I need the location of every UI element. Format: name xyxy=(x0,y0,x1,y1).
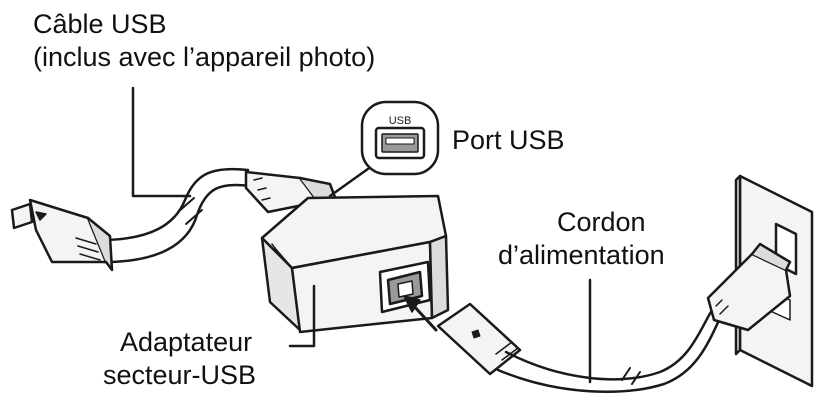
adapter-box xyxy=(260,194,450,334)
adapter-leader-line xyxy=(288,284,316,348)
usb-cable-label: Câble USB (inclus avec l’appareil photo) xyxy=(33,8,375,74)
usb-port-icon-text: USB xyxy=(389,115,412,127)
usb-cable-label-line-1: Câble USB xyxy=(33,9,167,39)
usb-cable-label-line-2: (inclus avec l’appareil photo) xyxy=(33,42,376,72)
power-cord-plug xyxy=(403,295,522,376)
power-cord-label: Cordon d’alimentation xyxy=(498,206,665,272)
power-cord-label-line-2: d’alimentation xyxy=(498,240,665,270)
usb-cable-leader-line xyxy=(131,86,192,198)
power-cord-label-line-1: Cordon xyxy=(557,207,646,237)
usb-port-callout xyxy=(328,100,440,198)
wall-plug xyxy=(706,242,792,332)
power-cord xyxy=(496,308,722,393)
micro-usb-plug xyxy=(10,198,114,272)
usb-port-label-text: Port USB xyxy=(452,125,565,155)
usb-port-label: Port USB xyxy=(452,124,565,157)
adapter-label-line-2: secteur-USB xyxy=(103,360,257,390)
adapter-label-line-1: Adaptateur xyxy=(120,327,253,357)
usb-cable xyxy=(98,167,252,264)
adapter-label: Adaptateur secteur-USB xyxy=(103,326,256,392)
